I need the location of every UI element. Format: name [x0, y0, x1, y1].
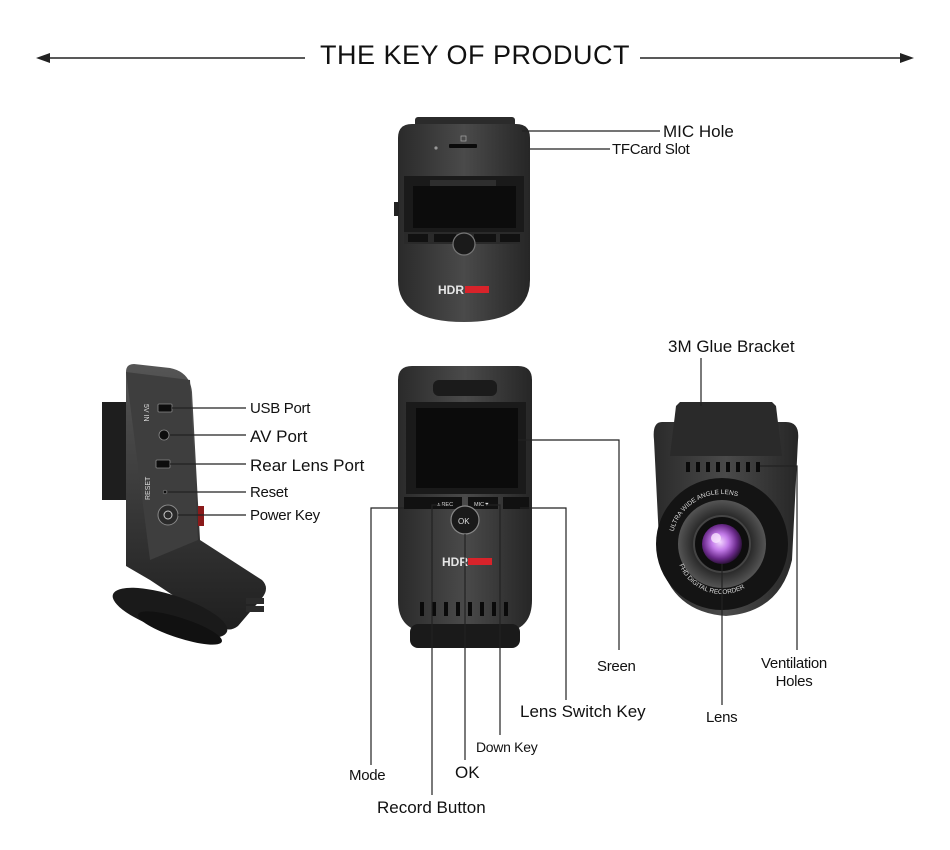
- front-button-rec-print: ▲REC: [436, 502, 453, 508]
- front-badge-hdr: HDR: [442, 555, 468, 569]
- label-glue-bracket: 3M Glue Bracket: [668, 337, 795, 356]
- label-lens-switch-key: Lens Switch Key: [520, 702, 646, 721]
- label-av-port: AV Port: [250, 427, 308, 446]
- title-arrows: [36, 53, 914, 63]
- title-text: THE KEY OF PRODUCT: [309, 40, 641, 70]
- label-tfcard-slot: TFCard Slot: [612, 141, 690, 158]
- rear-device-body: [653, 402, 799, 616]
- side-device-body: [102, 364, 266, 645]
- label-ventilation-holes: Ventilation Holes: [752, 656, 836, 689]
- label-ventilation-line1: Ventilation: [761, 655, 827, 672]
- front-badge-red: [468, 558, 492, 565]
- side-print-reset: RESET: [145, 476, 152, 500]
- label-record-button: Record Button: [377, 798, 486, 817]
- label-lens: Lens: [706, 709, 738, 726]
- label-reset: Reset: [250, 484, 288, 501]
- side-print-5v: 5V IN: [142, 404, 149, 422]
- top-badge-red: [465, 286, 489, 293]
- front-button-mic-print: MIC▼: [474, 502, 490, 508]
- label-screen: Sreen: [597, 658, 636, 675]
- label-ok: OK: [455, 763, 480, 782]
- label-power-key: Power Key: [250, 507, 320, 524]
- label-mic-hole: MIC Hole: [663, 122, 734, 141]
- label-ventilation-line2: Holes: [775, 673, 813, 690]
- label-usb-port: USB Port: [250, 400, 311, 417]
- label-mode: Mode: [349, 767, 386, 784]
- top-device-body: [394, 117, 530, 322]
- front-button-ok-print: OK: [458, 517, 470, 526]
- top-badge-hdr: HDR: [438, 283, 464, 297]
- page-title: THE KEY OF PRODUCT: [0, 40, 950, 71]
- label-rear-lens-port: Rear Lens Port: [250, 456, 365, 475]
- label-down-key: Down Key: [476, 739, 538, 755]
